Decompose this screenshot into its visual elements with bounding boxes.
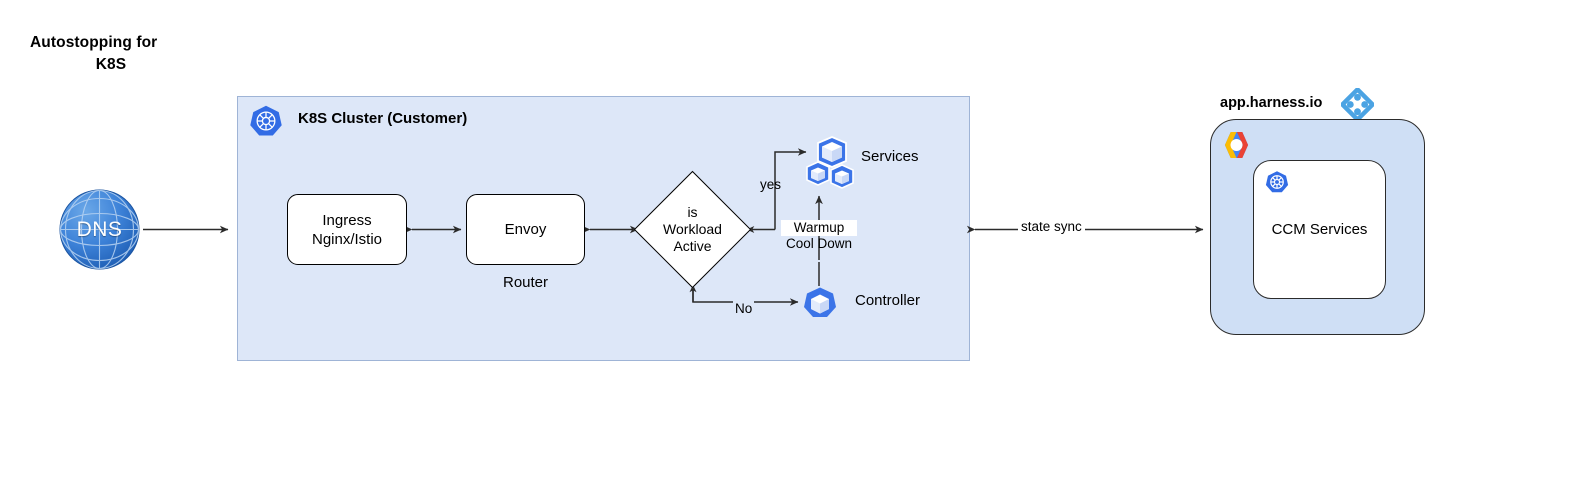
kubernetes-icon [1265, 171, 1289, 193]
edge-label-no: No [733, 301, 755, 316]
router-caption: Router [502, 274, 549, 291]
decision-label: is Workload Active [641, 178, 744, 281]
warmup-text: Warmup [781, 220, 857, 236]
kubernetes-pod-icon [804, 287, 836, 317]
ingress-node: Ingress Nginx/Istio [287, 194, 407, 265]
page-title: Autostopping for K8S [30, 32, 230, 76]
title-line-2: K8S [95, 56, 127, 73]
edge-label-yes: yes [760, 177, 782, 192]
decision-node: is Workload Active [633, 170, 752, 289]
kubernetes-services-icon [806, 136, 854, 189]
ingress-label-1: Ingress [322, 211, 372, 229]
kubernetes-icon [250, 105, 282, 136]
harness-logo [1341, 88, 1374, 121]
dns-label: DNS [76, 217, 123, 241]
decision-line-1: is [687, 204, 698, 220]
title-line-1: Autostopping for [30, 34, 158, 51]
services-label: Services [861, 148, 919, 165]
cluster-title: K8S Cluster (Customer) [298, 110, 468, 127]
edge-label-state-sync: state sync [1018, 219, 1085, 234]
envoy-label: Envoy [504, 221, 547, 238]
dns-node: DNS [59, 189, 140, 270]
decision-line-2: Workload [663, 221, 722, 237]
harness-title: app.harness.io [1220, 95, 1323, 111]
decision-line-3: Active [673, 238, 712, 254]
controller-label: Controller [855, 292, 921, 309]
cooldown-text: Cool Down [785, 236, 853, 251]
gcp-logo [1224, 131, 1249, 159]
ingress-label-2: Nginx/Istio [311, 230, 383, 248]
globe-icon [59, 189, 140, 270]
edge-label-warmup-cooldown: Warmup Cool Down [781, 220, 857, 252]
envoy-node: Envoy [466, 194, 585, 265]
ccm-services-label: CCM Services [1271, 221, 1368, 238]
